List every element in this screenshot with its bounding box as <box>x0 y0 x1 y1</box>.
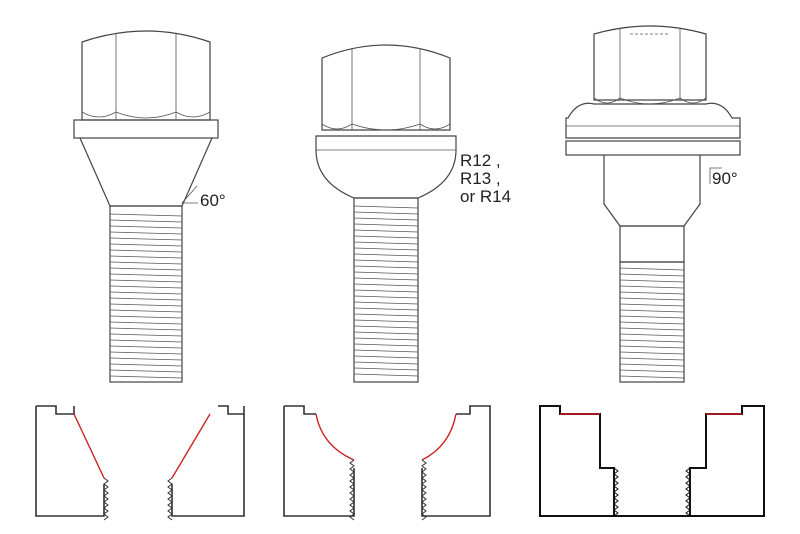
thread-line <box>353 337 419 341</box>
thread-line <box>109 333 183 337</box>
thread-line <box>353 283 419 287</box>
thread-line <box>353 373 419 377</box>
thread-line <box>109 237 183 241</box>
thread-line <box>619 327 685 331</box>
thread-line <box>109 213 183 217</box>
thread-line <box>353 253 419 257</box>
thread-line <box>353 265 419 269</box>
thread-line <box>109 225 183 229</box>
thread-line <box>109 351 183 355</box>
thread-line <box>619 303 685 307</box>
thread-line <box>353 301 419 305</box>
thread-profile <box>167 477 173 521</box>
thread-profile <box>613 467 619 517</box>
thread-line <box>353 277 419 281</box>
ball-seat-section <box>283 405 491 521</box>
thread-line <box>353 367 419 371</box>
thread-line <box>619 315 685 319</box>
thread-line <box>353 307 419 311</box>
conical-seat-bolt: 60° <box>73 30 226 383</box>
thread-line <box>353 217 419 221</box>
thread-line <box>109 369 183 373</box>
radius-label-r14: or R14 <box>460 187 511 206</box>
thread-line <box>619 285 685 289</box>
thread-line <box>619 333 685 337</box>
thread-profile <box>685 467 691 517</box>
thread-line <box>109 279 183 283</box>
thread-line <box>109 375 183 379</box>
radius-label-r13: R13 , <box>460 169 501 188</box>
thread-line <box>619 339 685 343</box>
thread-line <box>109 291 183 295</box>
thread-line <box>619 291 685 295</box>
thread-line <box>619 297 685 301</box>
thread-line <box>353 361 419 365</box>
thread-line <box>109 357 183 361</box>
ball-seat-bolt: R12 , R13 , or R14 <box>315 44 511 383</box>
thread-line <box>109 339 183 343</box>
thread-line <box>353 355 419 359</box>
flat-seat-bolt: 90° <box>565 25 741 383</box>
conical-seat-section <box>35 405 245 521</box>
cone-angle-label: 60° <box>200 191 226 210</box>
thread-line <box>109 231 183 235</box>
thread-line <box>109 273 183 277</box>
thread-line <box>109 243 183 247</box>
thread-line <box>353 235 419 239</box>
thread-line <box>353 205 419 209</box>
thread-line <box>353 331 419 335</box>
thread-line <box>619 309 685 313</box>
flat-angle-label: 90° <box>712 169 738 188</box>
thread-line <box>353 343 419 347</box>
thread-line <box>619 357 685 361</box>
thread-line <box>353 229 419 233</box>
thread-line <box>353 247 419 251</box>
flat-seat-section <box>539 405 765 517</box>
thread-line <box>109 261 183 265</box>
thread-line <box>619 279 685 283</box>
thread-line <box>619 267 685 271</box>
thread-line <box>353 289 419 293</box>
thread-line <box>619 273 685 277</box>
thread-line <box>353 313 419 317</box>
thread-line <box>109 297 183 301</box>
thread-profile <box>349 459 355 521</box>
thread-line <box>353 223 419 227</box>
thread-line <box>353 259 419 263</box>
thread-profile <box>421 459 427 521</box>
thread-line <box>109 309 183 313</box>
thread-line <box>109 345 183 349</box>
thread-line <box>619 345 685 349</box>
thread-line <box>109 303 183 307</box>
thread-line <box>353 241 419 245</box>
thread-line <box>353 325 419 329</box>
thread-line <box>109 315 183 319</box>
thread-line <box>109 327 183 331</box>
thread-line <box>353 295 419 299</box>
thread-line <box>109 255 183 259</box>
thread-line <box>619 363 685 367</box>
thread-line <box>619 351 685 355</box>
thread-line <box>109 219 183 223</box>
thread-line <box>109 267 183 271</box>
thread-line <box>353 271 419 275</box>
thread-line <box>109 321 183 325</box>
thread-profile <box>103 477 109 521</box>
thread-line <box>109 363 183 367</box>
thread-line <box>619 369 685 373</box>
thread-line <box>109 285 183 289</box>
thread-line <box>619 375 685 379</box>
thread-line <box>353 349 419 353</box>
thread-line <box>353 319 419 323</box>
thread-line <box>353 211 419 215</box>
radius-label-r12: R12 , <box>460 151 501 170</box>
thread-line <box>109 249 183 253</box>
thread-line <box>619 321 685 325</box>
